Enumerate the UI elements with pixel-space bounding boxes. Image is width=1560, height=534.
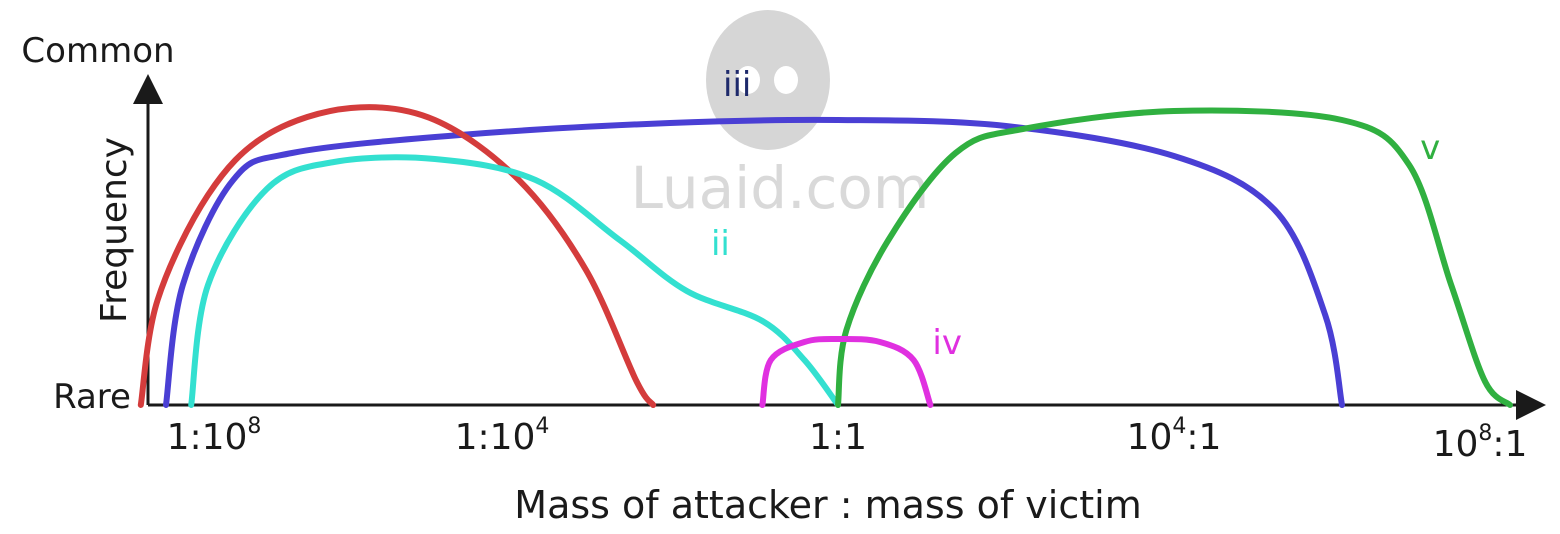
y-axis-title: Frequency (94, 137, 135, 323)
x-tick-label: 1:104 (455, 414, 550, 458)
series-line-3 (759, 335, 934, 408)
series-label-v: v (1420, 128, 1440, 168)
x-axis-title: Mass of attacker : mass of victim (514, 483, 1141, 527)
series-label-ii: ii (711, 224, 730, 264)
y-top-label: Common (21, 31, 174, 71)
series-line-0 (137, 104, 657, 408)
x-tick-label: 1:1 (809, 417, 867, 458)
x-tick-label: 108:1 (1433, 421, 1528, 465)
y-bottom-label: Rare (53, 377, 131, 417)
series-group (137, 104, 1513, 408)
series-label-iv: iv (932, 323, 962, 363)
series-label-iii: iii (723, 65, 751, 105)
watermark-eye-icon (736, 66, 760, 94)
series-line-1 (188, 154, 841, 408)
watermark-text: Luaid.com (631, 154, 930, 222)
x-tick-label: 104:1 (1127, 414, 1222, 458)
x-tick-labels: 1:108 1:104 1:1 104:1 108:1 (167, 414, 1528, 465)
watermark-eye-icon (774, 66, 798, 94)
x-tick-label: 1:108 (167, 414, 262, 458)
series-line-4 (835, 107, 1513, 408)
watermark: Luaid.com (631, 10, 930, 222)
watermark-face-icon (706, 10, 830, 150)
series-line-2 (163, 116, 1345, 408)
